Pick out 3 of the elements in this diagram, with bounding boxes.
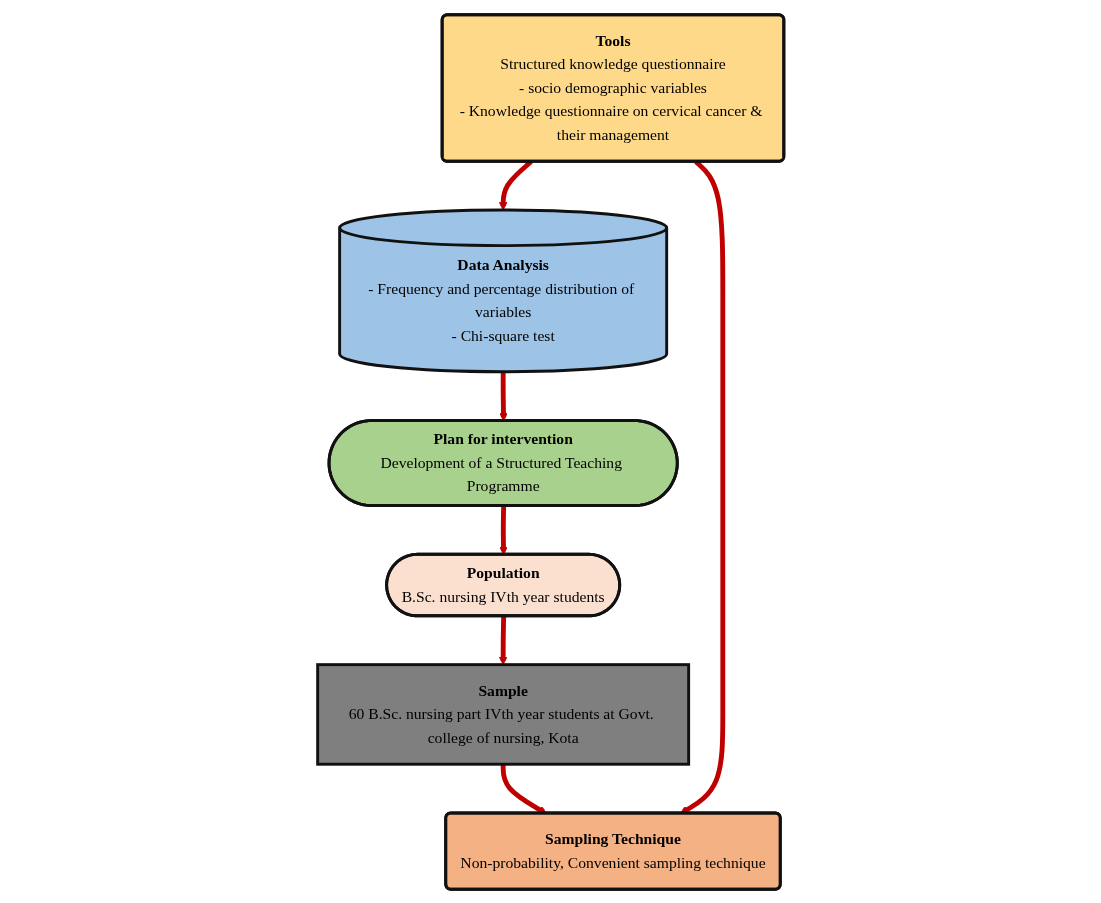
arrow (498, 615, 508, 665)
node-box: Sample 60 B.Sc. nursing part IVth year students at Govt. college of nursing, Kota (315, 662, 690, 766)
arrow (498, 371, 508, 421)
